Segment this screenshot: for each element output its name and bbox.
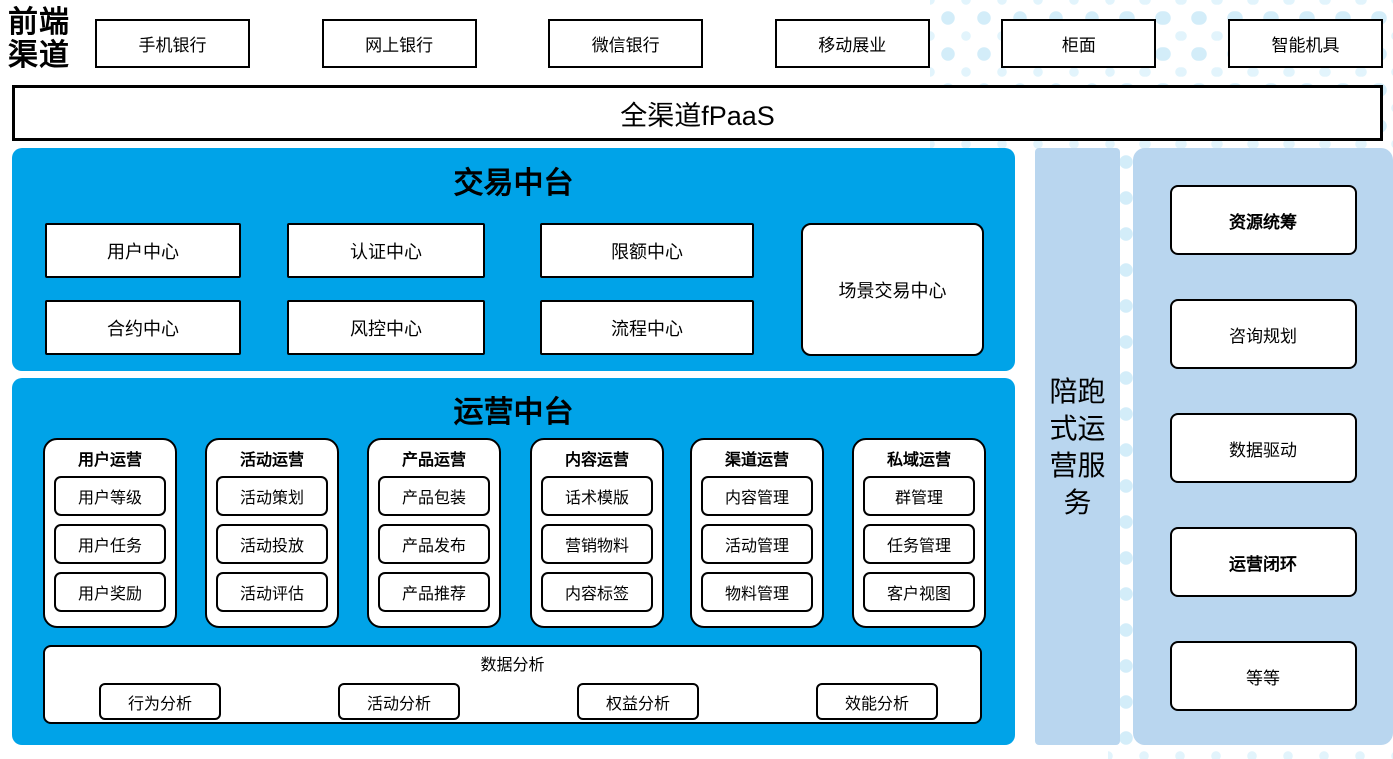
op-card-title: 用户运营 bbox=[77, 452, 142, 469]
op-item: 活动策划 bbox=[216, 476, 328, 516]
right-panel-box-etc: 等等 bbox=[1169, 641, 1357, 711]
op-item: 活动评估 bbox=[216, 572, 328, 612]
transaction-platform-block: 交易中台 用户中心 认证中心 限额中心 合约中心 风控中心 流程中心 场景交易中… bbox=[12, 148, 1015, 371]
channel-box-online-banking: 网上银行 bbox=[321, 19, 477, 68]
op-item: 用户奖励 bbox=[54, 572, 166, 612]
op-item: 活动投放 bbox=[216, 524, 328, 564]
operation-platform-title: 运营中台 bbox=[453, 396, 574, 429]
data-analysis-title: 数据分析 bbox=[480, 657, 545, 674]
op-item: 话术模版 bbox=[541, 476, 653, 516]
center-box-risk: 风控中心 bbox=[287, 300, 485, 355]
front-channels-label: 前端渠道 bbox=[8, 6, 70, 72]
right-panel-box-closed-loop: 运营闭环 bbox=[1169, 527, 1357, 597]
center-box-limit: 限额中心 bbox=[540, 223, 754, 278]
fpaas-bar: 全渠道fPaaS bbox=[12, 85, 1383, 141]
channel-box-smart-devices: 智能机具 bbox=[1227, 19, 1383, 68]
right-panel-box-resource: 资源统筹 bbox=[1169, 185, 1357, 255]
center-box-scene-transaction: 场景交易中心 bbox=[801, 223, 984, 356]
op-card-activity-operation: 活动运营 活动策划 活动投放 活动评估 bbox=[205, 438, 339, 628]
analysis-box-efficiency: 效能分析 bbox=[816, 683, 938, 720]
analysis-box-rights: 权益分析 bbox=[577, 683, 699, 720]
op-item: 客户视图 bbox=[863, 572, 975, 612]
op-item: 营销物料 bbox=[541, 524, 653, 564]
channel-box-mobile-banking: 手机银行 bbox=[95, 19, 250, 68]
op-card-content-operation: 内容运营 话术模版 营销物料 内容标签 bbox=[530, 438, 664, 628]
center-box-user: 用户中心 bbox=[45, 223, 241, 278]
op-card-title: 活动运营 bbox=[239, 452, 304, 469]
analysis-box-behavior: 行为分析 bbox=[99, 683, 221, 720]
op-item: 用户等级 bbox=[54, 476, 166, 516]
right-panel-box-consulting: 咨询规划 bbox=[1169, 299, 1357, 369]
op-item: 用户任务 bbox=[54, 524, 166, 564]
op-card-user-operation: 用户运营 用户等级 用户任务 用户奖励 bbox=[43, 438, 177, 628]
op-card-channel-operation: 渠道运营 内容管理 活动管理 物料管理 bbox=[690, 438, 824, 628]
op-card-title: 产品运营 bbox=[401, 452, 466, 469]
op-item: 任务管理 bbox=[863, 524, 975, 564]
right-panel-box-data-driven: 数据驱动 bbox=[1169, 413, 1357, 483]
operation-platform-block: 运营中台 用户运营 用户等级 用户任务 用户奖励 活动运营 活动策划 活动投放 … bbox=[12, 378, 1015, 745]
op-card-title: 私域运营 bbox=[886, 452, 951, 469]
op-item: 产品发布 bbox=[378, 524, 490, 564]
op-card-product-operation: 产品运营 产品包装 产品发布 产品推荐 bbox=[367, 438, 501, 628]
right-panel: 资源统筹 咨询规划 数据驱动 运营闭环 等等 bbox=[1133, 148, 1393, 745]
op-item: 内容管理 bbox=[701, 476, 813, 516]
op-card-title: 渠道运营 bbox=[724, 452, 789, 469]
transaction-platform-title: 交易中台 bbox=[453, 167, 574, 200]
data-analysis-row: 行为分析 活动分析 权益分析 效能分析 bbox=[99, 683, 938, 720]
center-box-process: 流程中心 bbox=[540, 300, 754, 355]
op-item: 产品推荐 bbox=[378, 572, 490, 612]
op-item: 群管理 bbox=[863, 476, 975, 516]
op-item: 物料管理 bbox=[701, 572, 813, 612]
op-item: 产品包装 bbox=[378, 476, 490, 516]
op-item: 内容标签 bbox=[541, 572, 653, 612]
op-item: 活动管理 bbox=[701, 524, 813, 564]
channel-box-mobile-marketing: 移动展业 bbox=[774, 19, 930, 68]
center-box-contract: 合约中心 bbox=[45, 300, 241, 355]
data-analysis-panel: 数据分析 行为分析 活动分析 权益分析 效能分析 bbox=[43, 645, 982, 724]
channel-box-wechat-banking: 微信银行 bbox=[548, 19, 704, 68]
op-card-title: 内容运营 bbox=[564, 452, 629, 469]
front-channels-row: 手机银行 网上银行 微信银行 移动展业 柜面 智能机具 bbox=[95, 19, 1383, 68]
service-bar: 陪跑式运营服务 bbox=[1035, 148, 1120, 745]
analysis-box-activity: 活动分析 bbox=[338, 683, 460, 720]
service-bar-label: 陪跑式运营服务 bbox=[1049, 375, 1106, 518]
center-box-auth: 认证中心 bbox=[287, 223, 485, 278]
op-card-private-domain-operation: 私域运营 群管理 任务管理 客户视图 bbox=[852, 438, 986, 628]
channel-box-counter: 柜面 bbox=[1001, 19, 1157, 68]
